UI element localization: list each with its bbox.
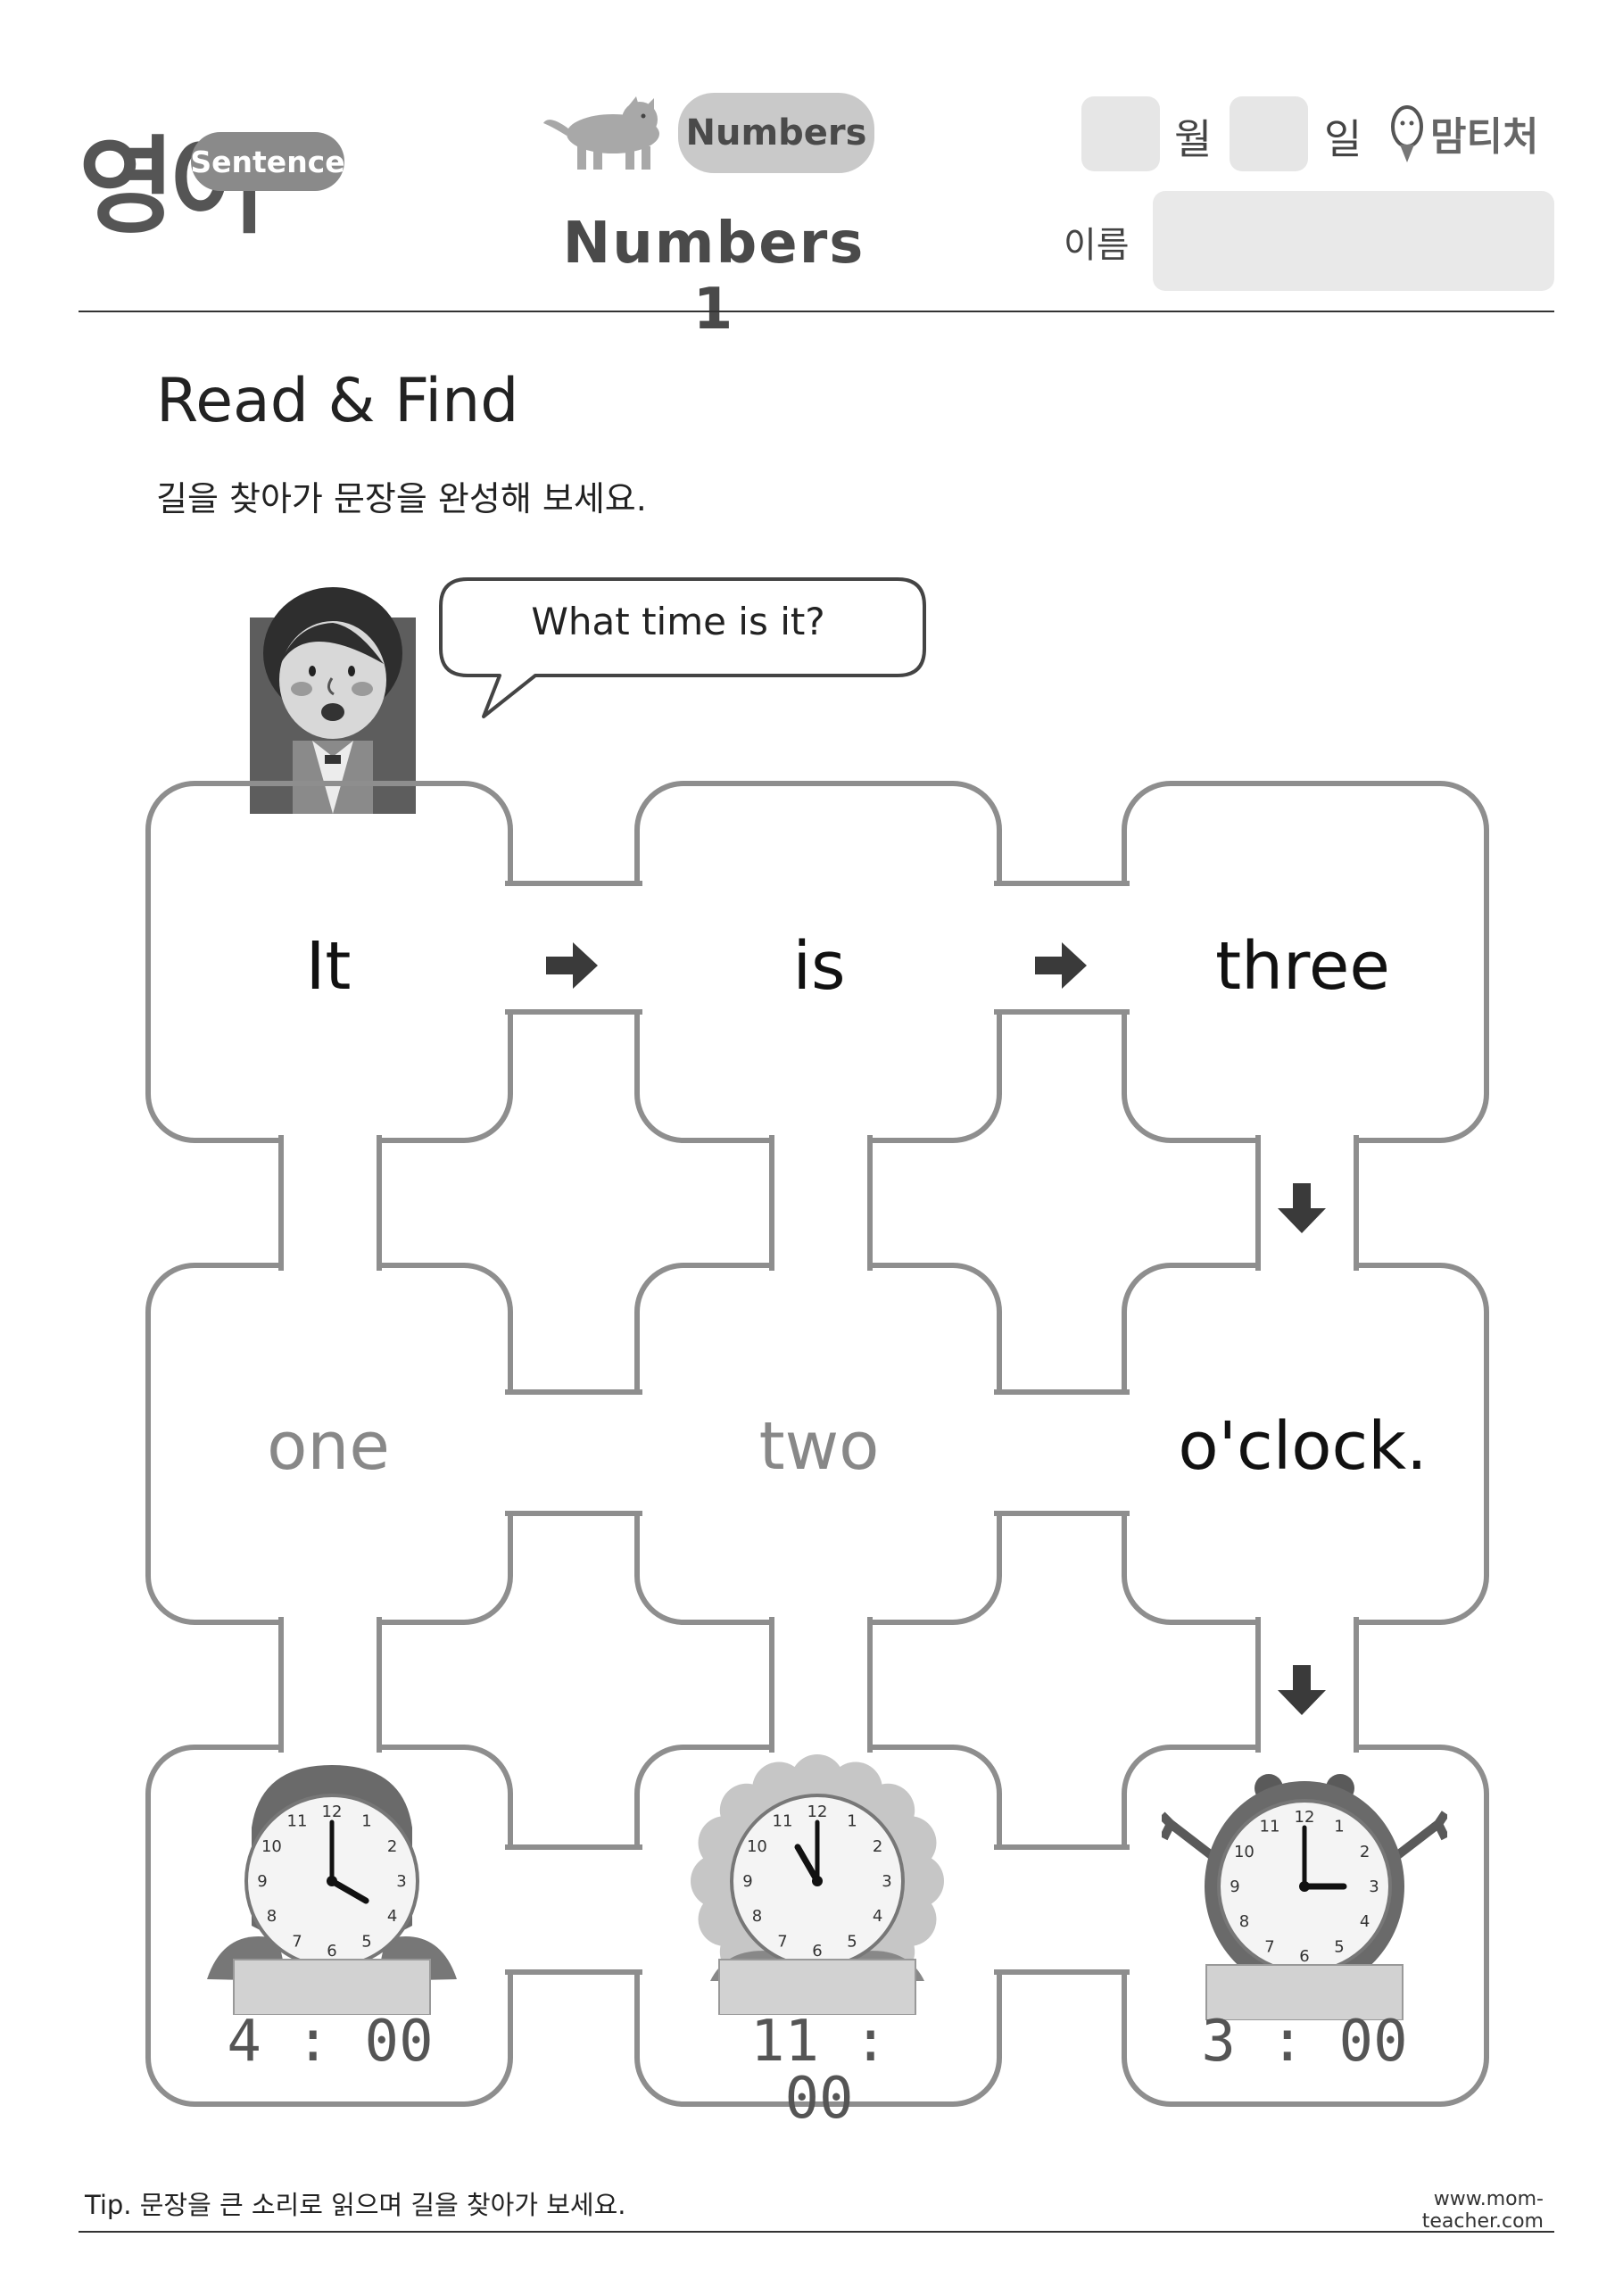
svg-text:12: 12 (807, 1803, 828, 1821)
svg-text:8: 8 (752, 1907, 762, 1926)
svg-text:12: 12 (322, 1803, 343, 1821)
month-label: 월 (1174, 115, 1213, 163)
svg-text:맘티처: 맘티처 (1430, 114, 1538, 160)
clock-time-label: 4 : 00 (227, 2009, 434, 2075)
svg-text:4: 4 (387, 1907, 397, 1926)
site-url: www.mom-teacher.com (1421, 2188, 1544, 2233)
speech-bubble-text: What time is it? (531, 600, 825, 643)
svg-text:1: 1 (361, 1811, 371, 1830)
svg-text:10: 10 (261, 1837, 282, 1856)
header-divider (79, 311, 1554, 312)
month-box[interactable] (1081, 96, 1160, 171)
svg-text:4: 4 (873, 1907, 882, 1926)
svg-text:2: 2 (873, 1837, 882, 1856)
svg-text:1: 1 (1334, 1817, 1344, 1836)
svg-text:7: 7 (1264, 1938, 1274, 1957)
svg-text:7: 7 (777, 1933, 787, 1952)
arrow-right-icon (1035, 942, 1087, 989)
maze-word[interactable]: o'clock. (1178, 1408, 1428, 1485)
speech-bubble (439, 577, 926, 718)
logo-sentence-badge: Sentence (190, 132, 345, 191)
maze-word[interactable]: It (305, 928, 352, 1005)
svg-text:9: 9 (257, 1872, 267, 1891)
svg-text:3: 3 (882, 1872, 891, 1891)
arrow-down-icon (1278, 1665, 1326, 1715)
analog-clock-icon: 12 12 3 45 6 789 10 11 (1162, 1774, 1447, 2020)
name-label: 이름 (1064, 225, 1130, 266)
svg-text:1: 1 (847, 1811, 857, 1830)
day-label: 일 (1324, 115, 1362, 163)
svg-text:8: 8 (267, 1907, 277, 1926)
svg-text:5: 5 (847, 1933, 857, 1952)
svg-text:3: 3 (396, 1872, 406, 1891)
maze-word[interactable]: one (267, 1408, 390, 1485)
svg-text:7: 7 (292, 1933, 302, 1952)
svg-text:8: 8 (1239, 1912, 1249, 1931)
svg-text:3: 3 (1369, 1877, 1379, 1896)
svg-text:6: 6 (812, 1942, 822, 1960)
svg-text:12: 12 (1295, 1808, 1315, 1827)
svg-text:11: 11 (773, 1811, 793, 1830)
svg-text:5: 5 (361, 1933, 371, 1952)
svg-text:6: 6 (1299, 1947, 1309, 1966)
svg-text:2: 2 (387, 1837, 397, 1856)
dog-mascot-icon (543, 96, 659, 170)
svg-text:9: 9 (742, 1872, 752, 1891)
name-field[interactable] (1153, 191, 1554, 291)
svg-text:10: 10 (747, 1837, 767, 1856)
svg-text:11: 11 (1260, 1817, 1280, 1836)
svg-text:10: 10 (1234, 1843, 1255, 1861)
analog-clock-icon: 12 12 3 45 6 789 10 11 (207, 1765, 457, 2015)
svg-text:9: 9 (1230, 1877, 1239, 1896)
arrow-right-icon (546, 942, 598, 989)
svg-text:2: 2 (1360, 1843, 1370, 1861)
svg-text:6: 6 (327, 1942, 336, 1960)
maze-word[interactable]: is (792, 928, 846, 1005)
svg-text:5: 5 (1334, 1938, 1344, 1957)
topic-pill: Numbers (678, 93, 874, 173)
maze-word[interactable]: three (1215, 928, 1390, 1005)
worksheet-title: Numbers 1 (562, 211, 865, 343)
svg-text:4: 4 (1360, 1912, 1370, 1931)
clock-time-label: 11 : 00 (749, 2009, 889, 2132)
footer-divider (79, 2231, 1554, 2233)
instruction-text: 길을 찾아가 문장을 완성해 보세요. (156, 479, 647, 518)
arrow-down-icon (1278, 1183, 1326, 1233)
brand-logo: 맘티처 (1391, 105, 1538, 162)
svg-text:11: 11 (287, 1811, 308, 1830)
tip-text: Tip. 문장을 큰 소리로 읽으며 길을 찾아가 보세요. (85, 2190, 626, 2220)
maze-word[interactable]: two (758, 1408, 880, 1485)
day-box[interactable] (1230, 96, 1308, 171)
section-title: Read & Find (156, 366, 519, 436)
clock-time-label: 3 : 00 (1201, 2009, 1408, 2075)
